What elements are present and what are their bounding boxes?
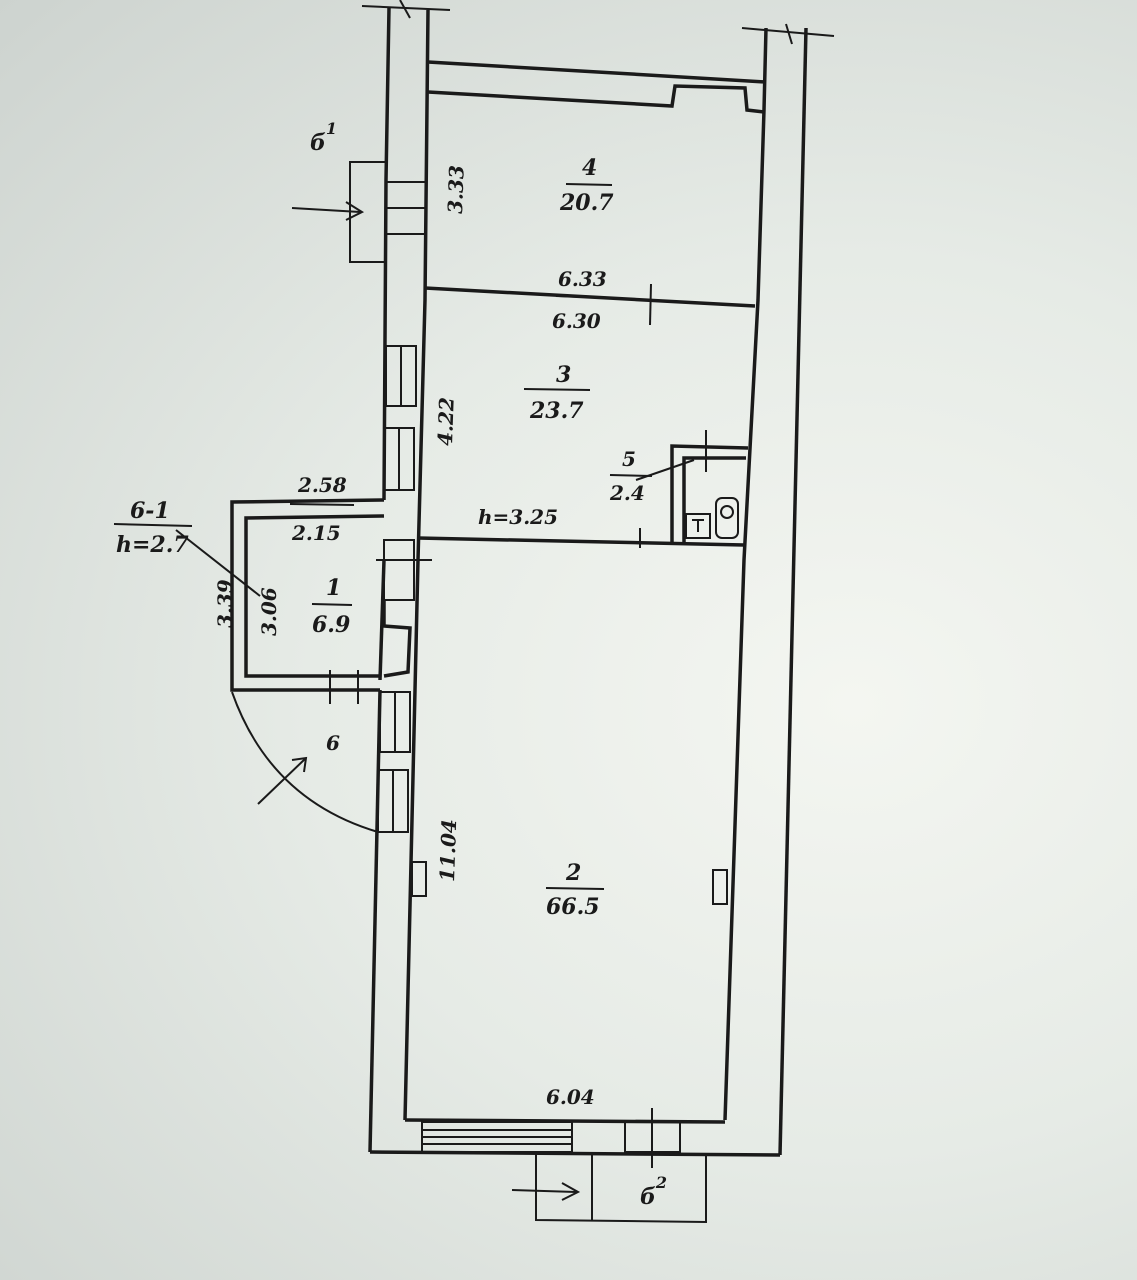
bottom-features	[421, 1108, 707, 1224]
room-2-number: 2	[565, 860, 581, 886]
room-2-area: 66.5	[546, 894, 600, 920]
room-6-1-height: h=2.7	[116, 532, 189, 558]
room-5-number: 5	[622, 447, 636, 471]
room-3-area: 23.7	[529, 398, 584, 424]
bathroom	[670, 430, 749, 544]
room-4-area: 20.7	[559, 190, 614, 216]
room-6-1-number: 6-1	[130, 498, 170, 524]
entrance-6-label: 6	[326, 731, 340, 755]
fraction-bars	[113, 183, 695, 890]
vestibule-walls	[230, 498, 415, 704]
dim-11-04: 11.04	[435, 819, 461, 882]
room-3-number: 3	[556, 362, 571, 388]
door-swing	[231, 691, 379, 833]
dim-3-06: 3.06	[257, 587, 281, 636]
room-1-number: 1	[326, 575, 341, 601]
dim-6-04: 6.04	[546, 1085, 595, 1109]
dim-2-15: 2.15	[291, 521, 341, 545]
dim-3-39: 3.39	[213, 579, 237, 628]
ceiling-height: h=3.25	[478, 505, 558, 529]
dim-6-33: 6.33	[558, 267, 607, 291]
dim-4-22: 4.22	[433, 397, 459, 447]
dim-6-30: 6.30	[552, 309, 601, 333]
dim-3-33: 3.33	[443, 165, 469, 215]
entrance-6-1-label: б1	[310, 119, 337, 156]
dim-2-58: 2.58	[297, 473, 347, 497]
top-break-lines	[361, 0, 835, 45]
entrance-6-1-arrow	[291, 201, 365, 221]
room-1-area: 6.9	[312, 612, 350, 638]
room-5-area: 2.4	[609, 481, 645, 505]
entrance-6-2-label: б2	[640, 1173, 667, 1210]
room-4-number: 4	[582, 155, 597, 181]
